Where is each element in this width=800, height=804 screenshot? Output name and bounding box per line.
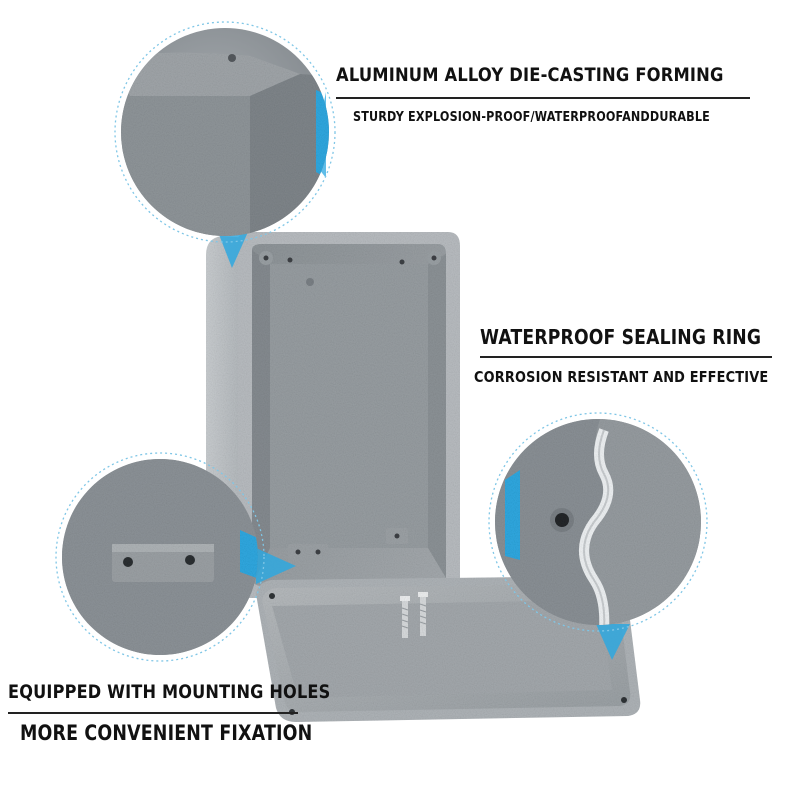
enclosure-box <box>206 232 460 600</box>
bottom-callout-subtitle: MORE CONVENIENT FIXATION <box>20 721 313 745</box>
bottom-callout-title: EQUIPPED WITH MOUNTING HOLES <box>8 681 331 703</box>
top-callout-title: ALUMINUM ALLOY DIE-CASTING FORMING <box>336 64 724 86</box>
right-callout-subtitle: CORROSION RESISTANT AND EFFECTIVE <box>474 368 769 386</box>
top-callout-divider <box>336 97 750 99</box>
right-callout-title: WATERPROOF SEALING RING <box>480 325 762 349</box>
zoom-circle-corner <box>114 21 336 243</box>
enclosure-lid <box>256 576 641 722</box>
right-callout-divider <box>480 356 772 358</box>
top-callout-subtitle: STURDY EXPLOSION-PROOF/WATERPROOFANDDURA… <box>353 110 710 125</box>
bottom-callout-divider <box>8 712 298 714</box>
zoom-circle-mounting-holes <box>55 452 265 662</box>
zoom-circle-sealing-ring <box>488 412 708 632</box>
screws <box>400 592 428 638</box>
